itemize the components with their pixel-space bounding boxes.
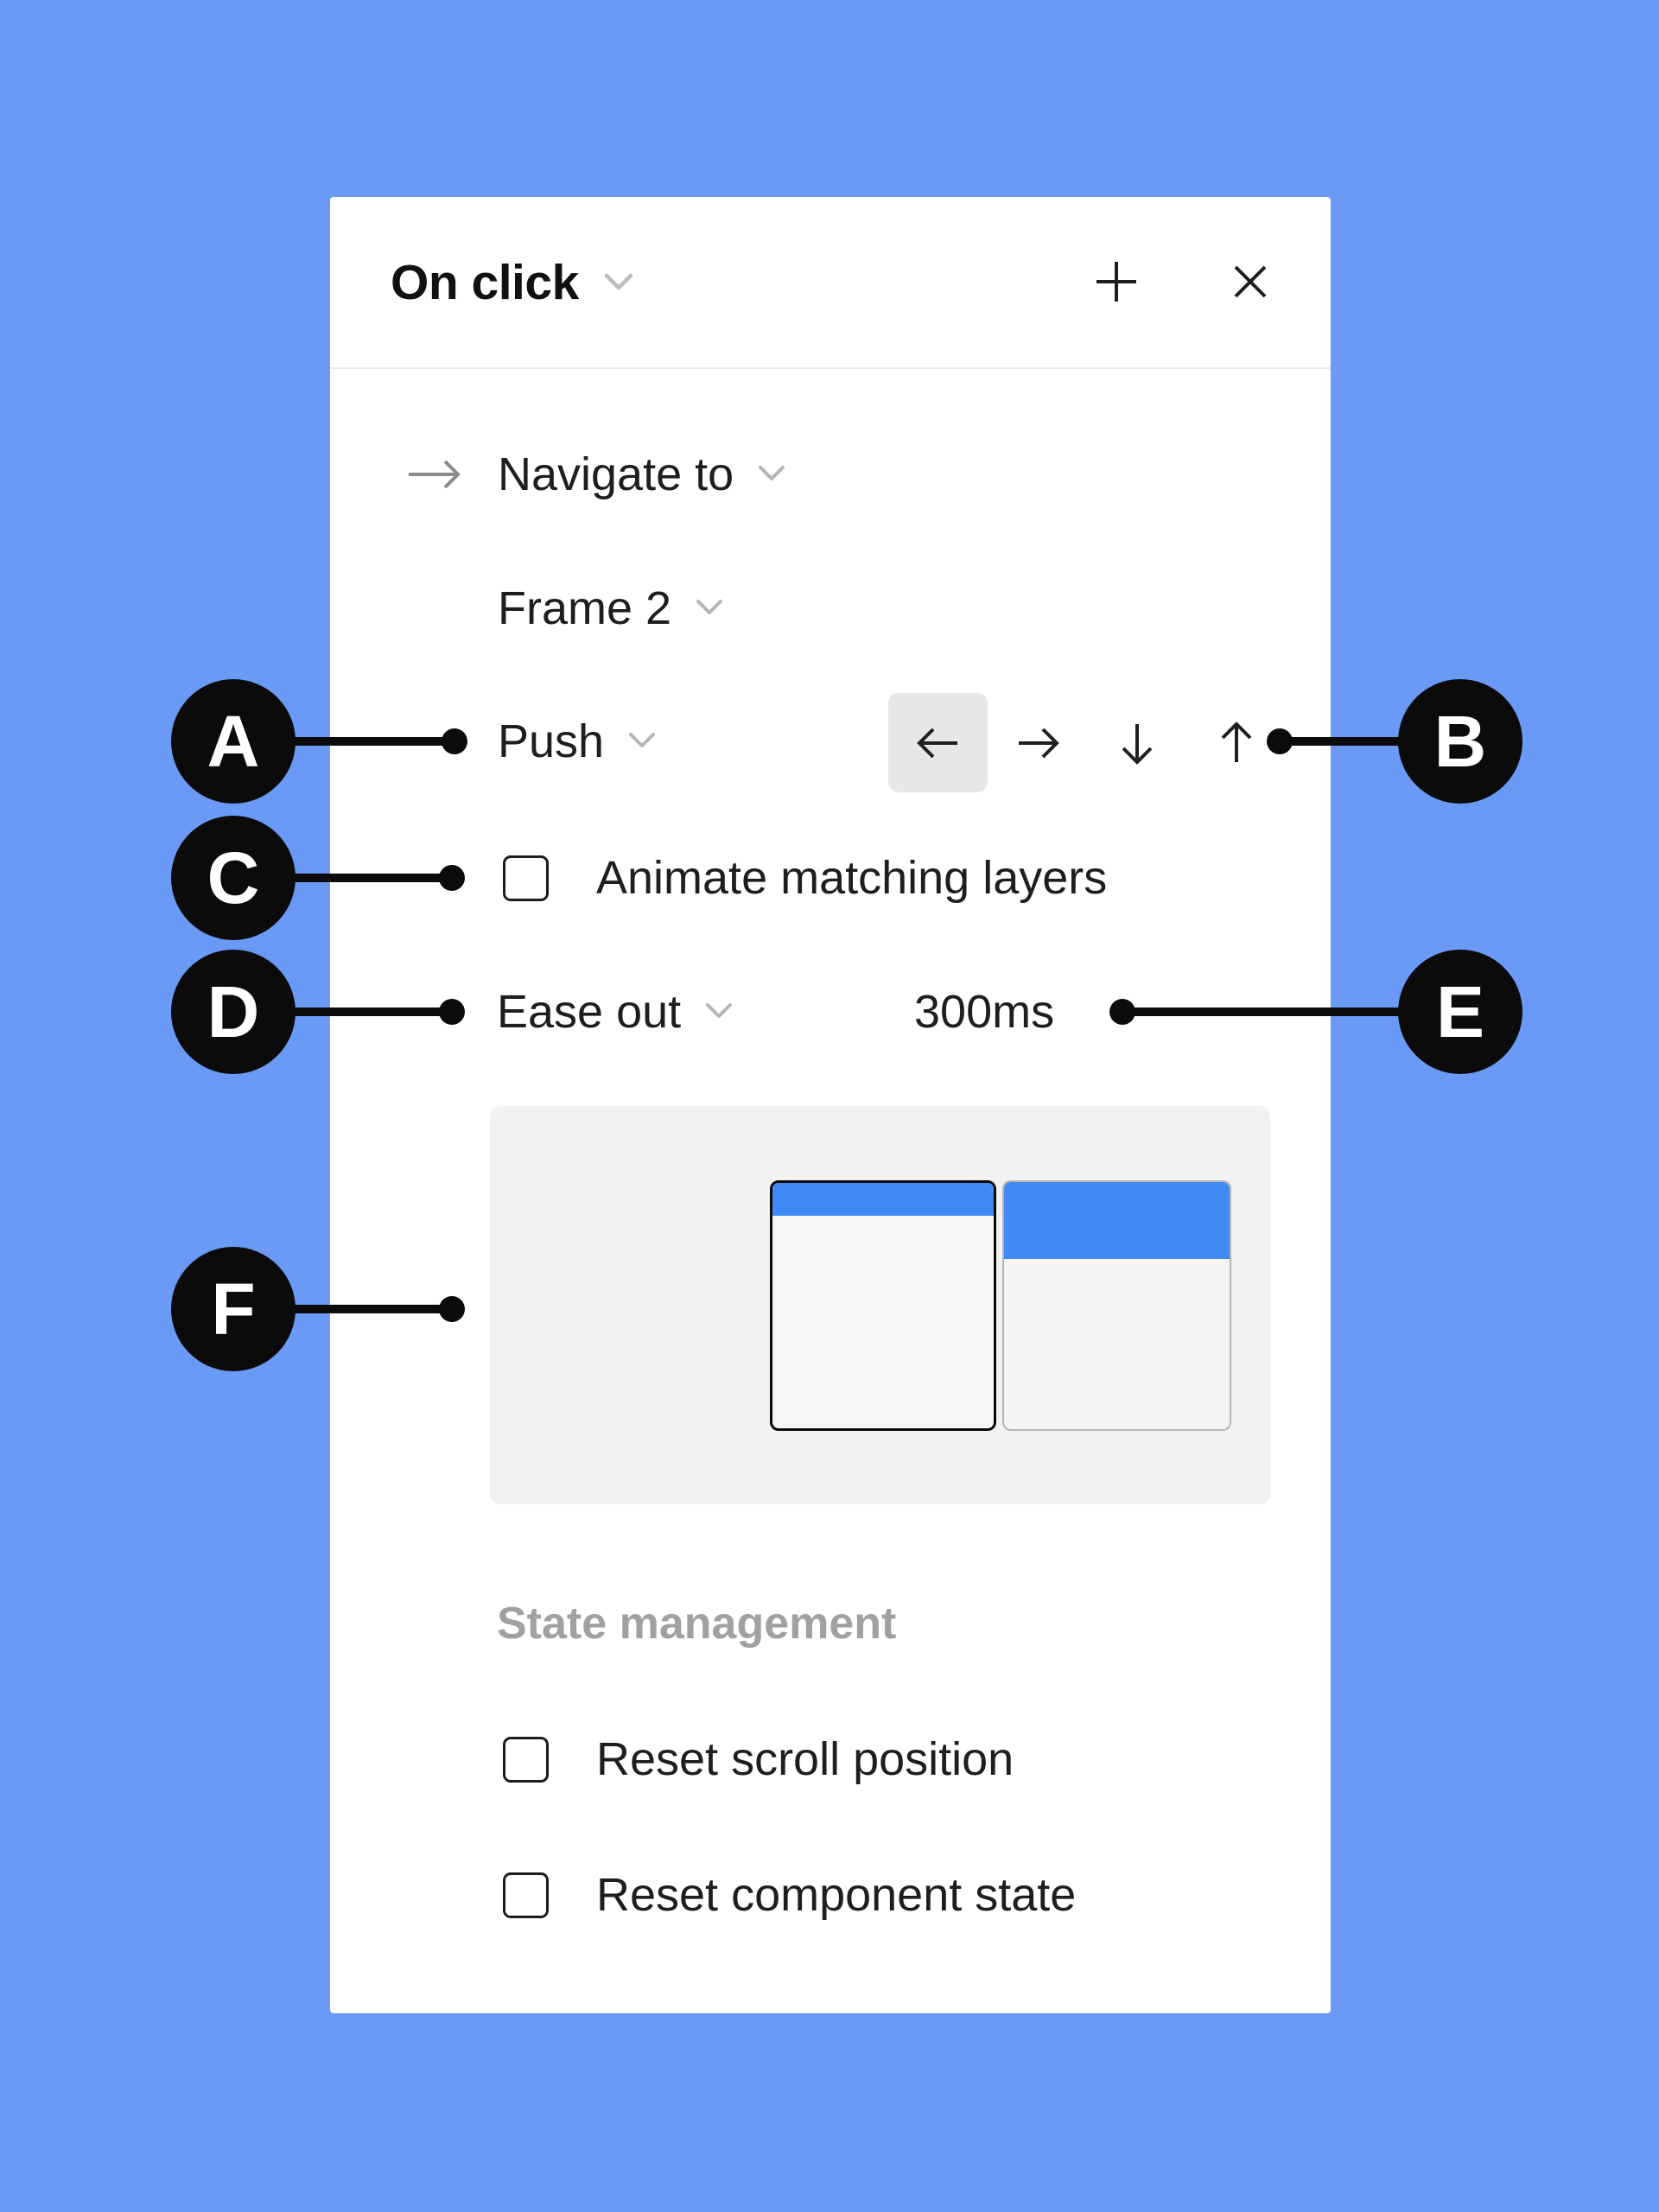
annotation-d-line bbox=[233, 1007, 452, 1016]
preview-frame-top-bar bbox=[1004, 1182, 1230, 1259]
annotation-b-dot bbox=[1267, 728, 1293, 754]
preview-frame-top-bar bbox=[772, 1183, 994, 1216]
reset-scroll-checkbox[interactable] bbox=[503, 1736, 549, 1783]
easing-value: Ease out bbox=[497, 986, 682, 1038]
annotation-a-line bbox=[233, 737, 454, 746]
annotation-b-line bbox=[1280, 737, 1460, 746]
annotation-f-letter: F bbox=[211, 1268, 256, 1350]
header-divider bbox=[330, 367, 1331, 369]
reset-component-row: Reset component state bbox=[503, 1843, 1076, 1947]
chevron-down-icon bbox=[626, 731, 658, 752]
annotation-d-circle: D bbox=[171, 950, 296, 1074]
preview-frame-start bbox=[770, 1180, 996, 1431]
chevron-down-icon bbox=[756, 464, 787, 485]
annotation-a-letter: A bbox=[207, 700, 260, 782]
annotation-d-dot bbox=[439, 999, 465, 1025]
reset-component-checkbox[interactable] bbox=[503, 1872, 549, 1918]
annotation-e-circle: E bbox=[1398, 950, 1522, 1074]
duration-value: 300ms bbox=[914, 986, 1055, 1038]
animate-matching-row: Animate matching layers bbox=[503, 826, 1107, 930]
action-dropdown[interactable]: Navigate to bbox=[498, 448, 787, 501]
annotation-c-line bbox=[233, 874, 452, 882]
action-value: Navigate to bbox=[498, 448, 734, 500]
arrow-up-icon bbox=[1217, 721, 1256, 766]
animate-matching-checkbox[interactable] bbox=[503, 855, 549, 901]
action-row: Navigate to bbox=[406, 423, 787, 526]
arrow-right-icon bbox=[1015, 723, 1060, 763]
animation-value: Push bbox=[498, 715, 605, 767]
annotation-d-letter: D bbox=[207, 970, 260, 1052]
reset-scroll-row: Reset scroll position bbox=[503, 1707, 1014, 1811]
animation-row: Push bbox=[498, 690, 658, 793]
close-icon bbox=[1226, 257, 1274, 306]
animation-preview bbox=[490, 1106, 1270, 1504]
chevron-down-icon bbox=[703, 1001, 734, 1022]
duration-field[interactable]: 300ms bbox=[914, 960, 1054, 1064]
annotation-c-letter: C bbox=[207, 836, 260, 918]
state-management-title: State management bbox=[497, 1599, 897, 1649]
preview-frame-end bbox=[1002, 1180, 1231, 1431]
trigger-value: On click bbox=[391, 254, 579, 310]
destination-dropdown[interactable]: Frame 2 bbox=[498, 582, 725, 635]
easing-dropdown[interactable]: Ease out bbox=[497, 985, 734, 1039]
annotation-e-dot bbox=[1109, 999, 1135, 1025]
chevron-down-icon bbox=[601, 271, 636, 294]
reset-scroll-label: Reset scroll position bbox=[596, 1733, 1014, 1785]
push-direction-group bbox=[888, 693, 1286, 792]
arrow-down-icon bbox=[1117, 721, 1157, 766]
animate-matching-label: Animate matching layers bbox=[596, 852, 1108, 904]
annotation-b-circle: B bbox=[1398, 679, 1522, 804]
direction-up-button[interactable] bbox=[1186, 693, 1286, 792]
reset-component-label: Reset component state bbox=[596, 1869, 1077, 1921]
close-button[interactable] bbox=[1224, 255, 1277, 308]
navigate-arrow-icon bbox=[406, 454, 463, 495]
annotation-f-circle: F bbox=[171, 1247, 296, 1371]
direction-right-button[interactable] bbox=[988, 693, 1087, 792]
direction-down-button[interactable] bbox=[1087, 693, 1186, 792]
interaction-panel: On click Navigate bbox=[330, 197, 1331, 2013]
annotation-e-line bbox=[1122, 1007, 1460, 1016]
annotation-f-line bbox=[233, 1305, 452, 1313]
annotation-c-circle: C bbox=[171, 816, 296, 940]
arrow-left-icon bbox=[916, 723, 961, 763]
annotation-e-letter: E bbox=[1435, 970, 1485, 1052]
destination-row: Frame 2 bbox=[498, 556, 725, 660]
direction-left-button[interactable] bbox=[888, 693, 988, 792]
annotation-b-letter: B bbox=[1433, 700, 1487, 782]
trigger-dropdown[interactable]: On click bbox=[391, 197, 636, 367]
annotation-a-circle: A bbox=[171, 679, 296, 804]
chevron-down-icon bbox=[694, 598, 725, 619]
annotation-c-dot bbox=[439, 865, 465, 891]
add-interaction-button[interactable] bbox=[1090, 255, 1143, 308]
easing-row: Ease out bbox=[497, 960, 734, 1064]
annotation-a-dot bbox=[442, 728, 467, 754]
plus-icon bbox=[1090, 256, 1142, 308]
destination-value: Frame 2 bbox=[498, 582, 672, 634]
panel-header: On click bbox=[330, 197, 1331, 369]
animation-dropdown[interactable]: Push bbox=[498, 715, 658, 768]
annotation-f-dot bbox=[439, 1296, 465, 1322]
